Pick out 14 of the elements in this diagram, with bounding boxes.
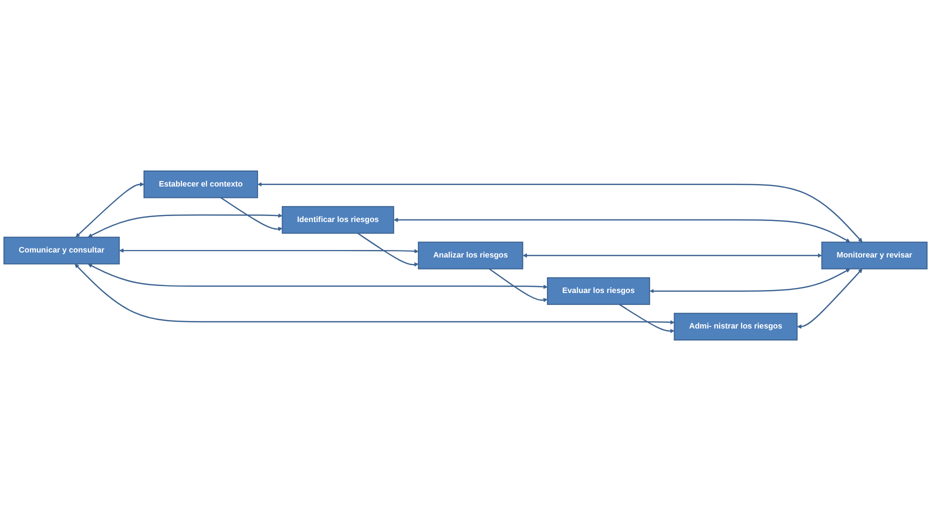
arrow xyxy=(88,264,548,289)
arrow xyxy=(119,248,419,254)
arrow xyxy=(74,264,674,324)
arrow xyxy=(394,218,850,242)
arrow xyxy=(797,268,862,329)
arrow xyxy=(650,268,850,294)
arrow xyxy=(258,182,862,242)
arrow xyxy=(522,253,822,258)
arrow xyxy=(357,232,419,267)
arrow xyxy=(488,268,548,302)
arrow xyxy=(220,197,282,232)
arrow xyxy=(619,304,674,334)
arrow xyxy=(76,182,144,238)
arrow xyxy=(88,213,282,238)
